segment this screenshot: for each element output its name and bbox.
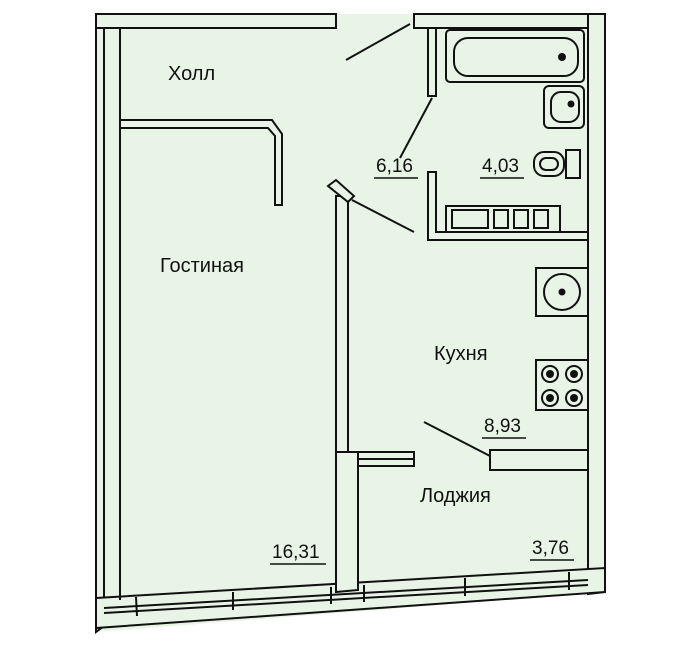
loggia-name: Лоджия [420, 485, 491, 507]
kitchen-area: 8,93 [484, 416, 521, 437]
kitchen-name: Кухня [434, 343, 488, 365]
bathtub-icon [445, 29, 585, 83]
stove-icon [535, 359, 589, 411]
toilet-icon [533, 149, 581, 179]
loggia-area: 3,76 [532, 538, 569, 559]
sink-icon [543, 85, 585, 129]
hall-area: 6,16 [376, 156, 413, 177]
interior-walls [119, 23, 589, 594]
window-glazing [103, 579, 589, 614]
hall-name: Холл [168, 63, 215, 85]
living-area: 16,31 [272, 542, 320, 563]
loggia-sill [489, 449, 589, 471]
window-mullions [135, 572, 570, 617]
kitchen-sink-icon [535, 267, 589, 317]
bathroom-area: 4,03 [482, 156, 519, 177]
counter-icon [445, 205, 561, 233]
apartment-floor [96, 14, 605, 632]
living-name: Гостиная [160, 255, 244, 277]
